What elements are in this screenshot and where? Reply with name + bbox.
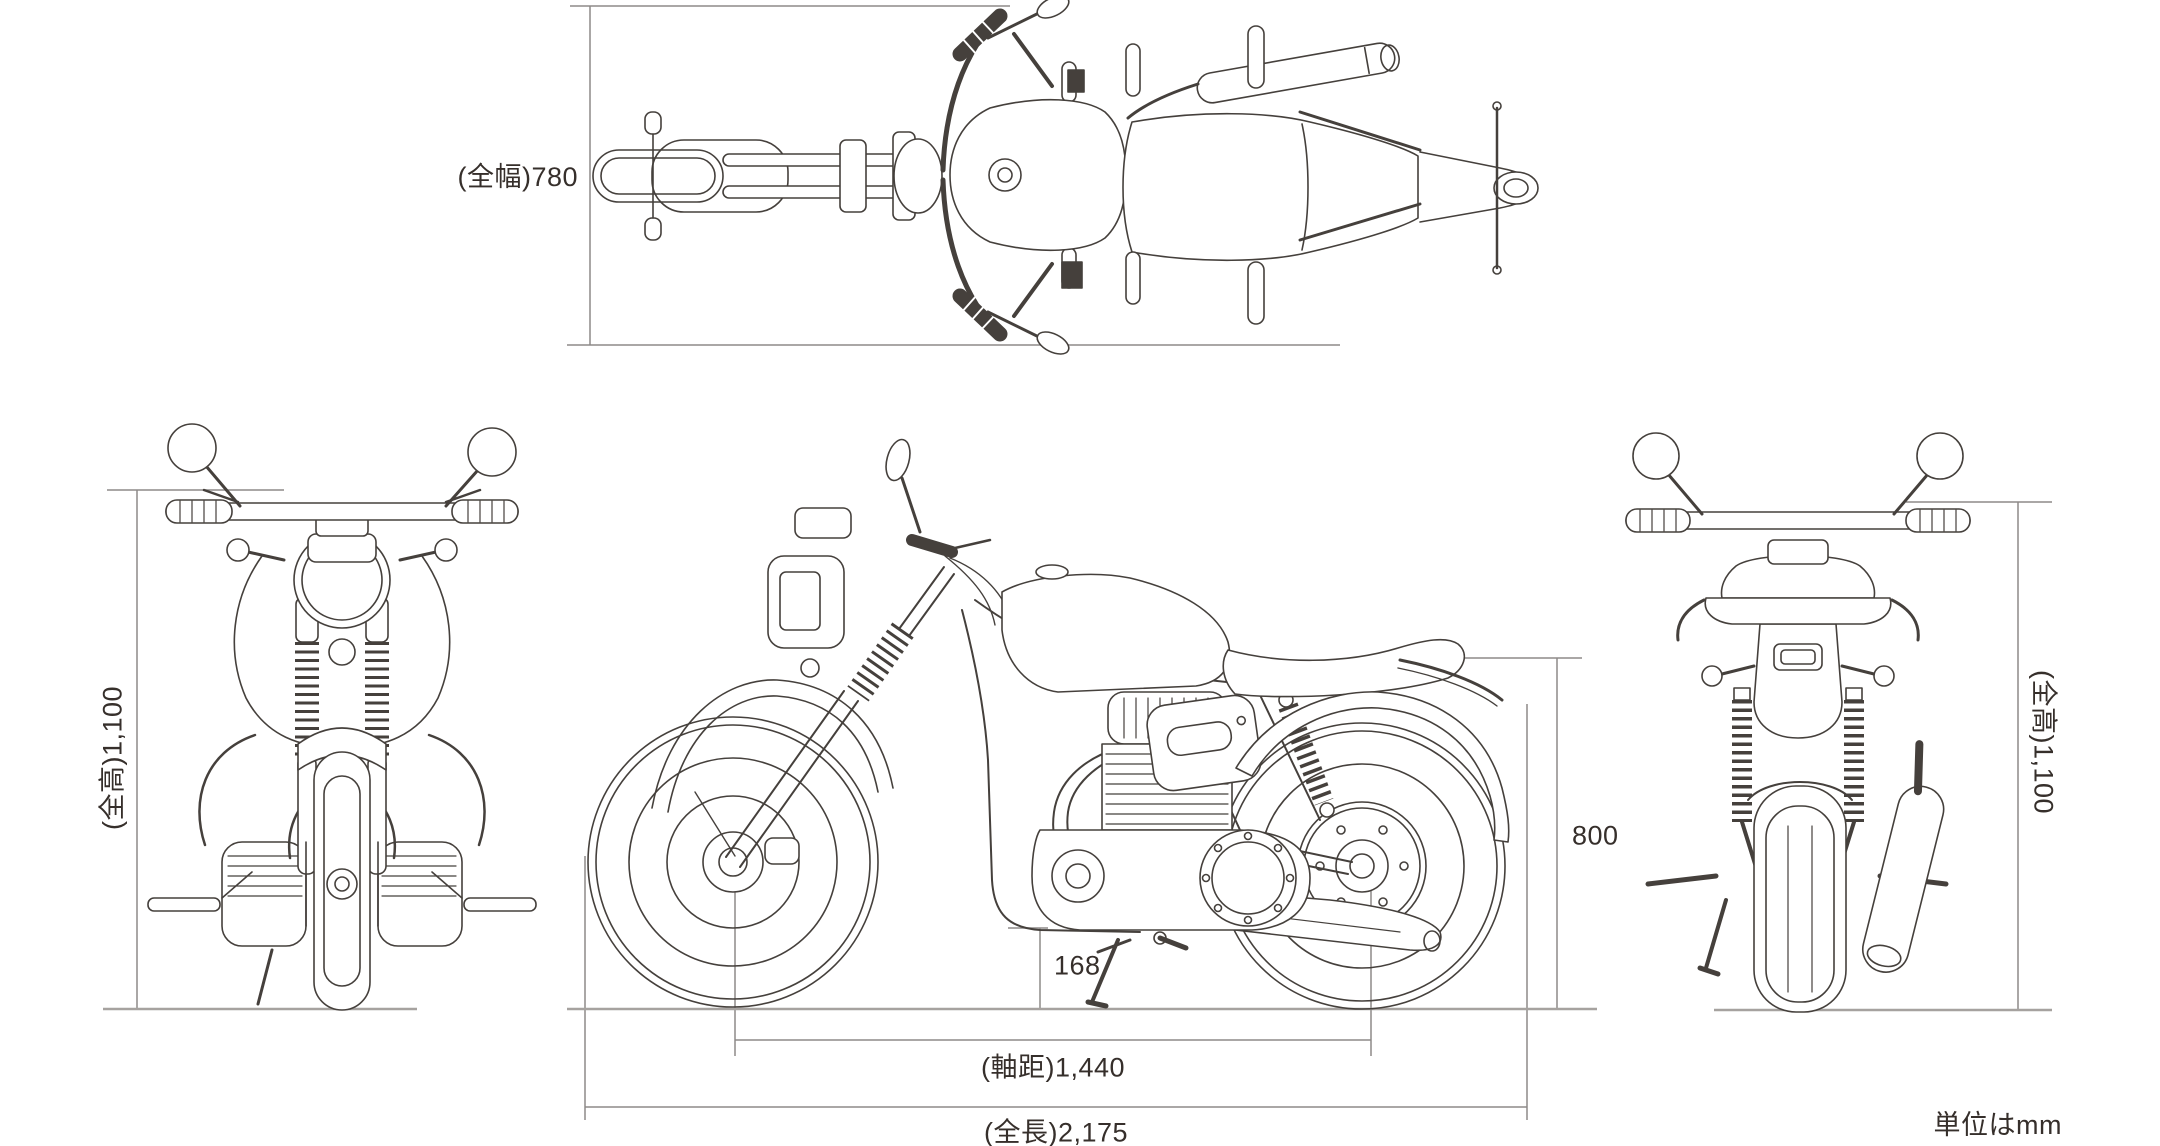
overall-length-label: (全長)2,175 — [983, 1117, 1129, 1146]
overall-height-left-label: (全高)1,100 — [97, 685, 128, 831]
ground-clearance-label: 168 — [1054, 950, 1101, 981]
dimension-lines — [107, 5, 2052, 1120]
unit-note: 単位はmm — [1933, 1110, 2062, 1140]
overall-width-label: (全幅)780 — [457, 162, 578, 192]
rear-view-drawing — [1625, 432, 1971, 1013]
ground-lines — [103, 1007, 2052, 1012]
front-view-drawing — [147, 423, 537, 1011]
wheelbase-label: (軸距)1,440 — [980, 1052, 1126, 1083]
top-view-drawing — [592, 0, 1539, 355]
side-view-drawing — [587, 438, 1510, 1010]
overall-height-right-label: (全高)1,100 — [2028, 669, 2059, 815]
seat-height-label: 800 — [1572, 820, 1619, 851]
